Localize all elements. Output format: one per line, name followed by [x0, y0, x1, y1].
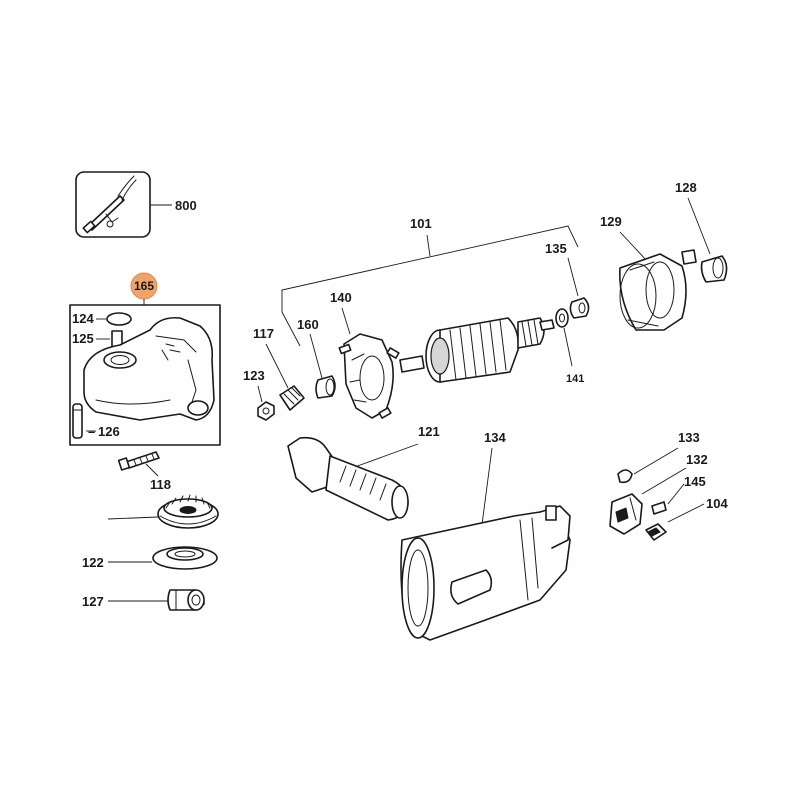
part-122-flange[interactable]: 122: [82, 546, 218, 570]
part-129-housing-cover[interactable]: 129: [600, 214, 687, 331]
label-135: 135: [545, 241, 567, 256]
label-125: 125: [72, 331, 94, 346]
small-bushing[interactable]: [681, 249, 697, 265]
part-800-tool-box[interactable]: 800: [75, 171, 197, 238]
label-140: 140: [330, 290, 352, 305]
label-117: 117: [253, 326, 274, 341]
label-129: 129: [600, 214, 622, 229]
dash-126: –: [88, 424, 95, 439]
part-800-tool-drawing: [82, 175, 137, 234]
armature[interactable]: [399, 317, 555, 383]
part-101-bracket[interactable]: 101: [281, 216, 579, 347]
part-165-highlight[interactable]: 165: [130, 272, 158, 305]
label-133: 133: [678, 430, 700, 445]
part-141-washer[interactable]: 141: [555, 308, 584, 385]
part-118-screw[interactable]: 118: [117, 451, 171, 492]
part-140-baffle[interactable]: 140: [330, 290, 400, 419]
label-124: 124: [72, 311, 94, 326]
label-127: 127: [82, 594, 104, 609]
part-128-bearing[interactable]: 128: [675, 180, 728, 283]
part-160-spacer[interactable]: 160: [297, 317, 336, 399]
part-104-carbon-brush[interactable]: 104: [645, 496, 728, 541]
part-134-motor-housing[interactable]: 134: [400, 430, 571, 641]
part-133-spring-clip[interactable]: 133: [617, 430, 700, 484]
label-141: 141: [566, 373, 584, 385]
label-118: 118: [150, 477, 171, 492]
part-127-bearing[interactable]: 127: [82, 589, 205, 611]
label-134: 134: [484, 430, 506, 445]
part-126-pin[interactable]: – 126: [72, 403, 120, 439]
pin-shape: [72, 403, 83, 439]
part-135-bearing[interactable]: 135: [545, 241, 590, 319]
label-121: 121: [418, 424, 440, 439]
label-122: 122: [82, 555, 104, 570]
part-132-brush-holder[interactable]: 132: [609, 452, 708, 535]
label-123: 123: [243, 368, 265, 383]
part-124-o-ring[interactable]: 124: [72, 311, 132, 326]
label-104: 104: [706, 496, 728, 511]
part-117-pinion[interactable]: 117: [253, 326, 305, 411]
label-165: 165: [134, 279, 154, 293]
part-123-nut[interactable]: 123: [243, 368, 275, 421]
label-126: 126: [98, 424, 120, 439]
bevel-gear[interactable]: [107, 494, 219, 529]
part-121-side-handle[interactable]: 121: [287, 424, 440, 521]
o-ring-shape: [106, 312, 132, 326]
label-101: 101: [410, 216, 432, 231]
label-132: 132: [686, 452, 708, 467]
label-160: 160: [297, 317, 319, 332]
label-145: 145: [684, 474, 706, 489]
label-800: 800: [175, 198, 197, 213]
part-145-screw[interactable]: 145: [651, 474, 706, 515]
label-128: 128: [675, 180, 697, 195]
gear-housing[interactable]: [83, 316, 215, 421]
